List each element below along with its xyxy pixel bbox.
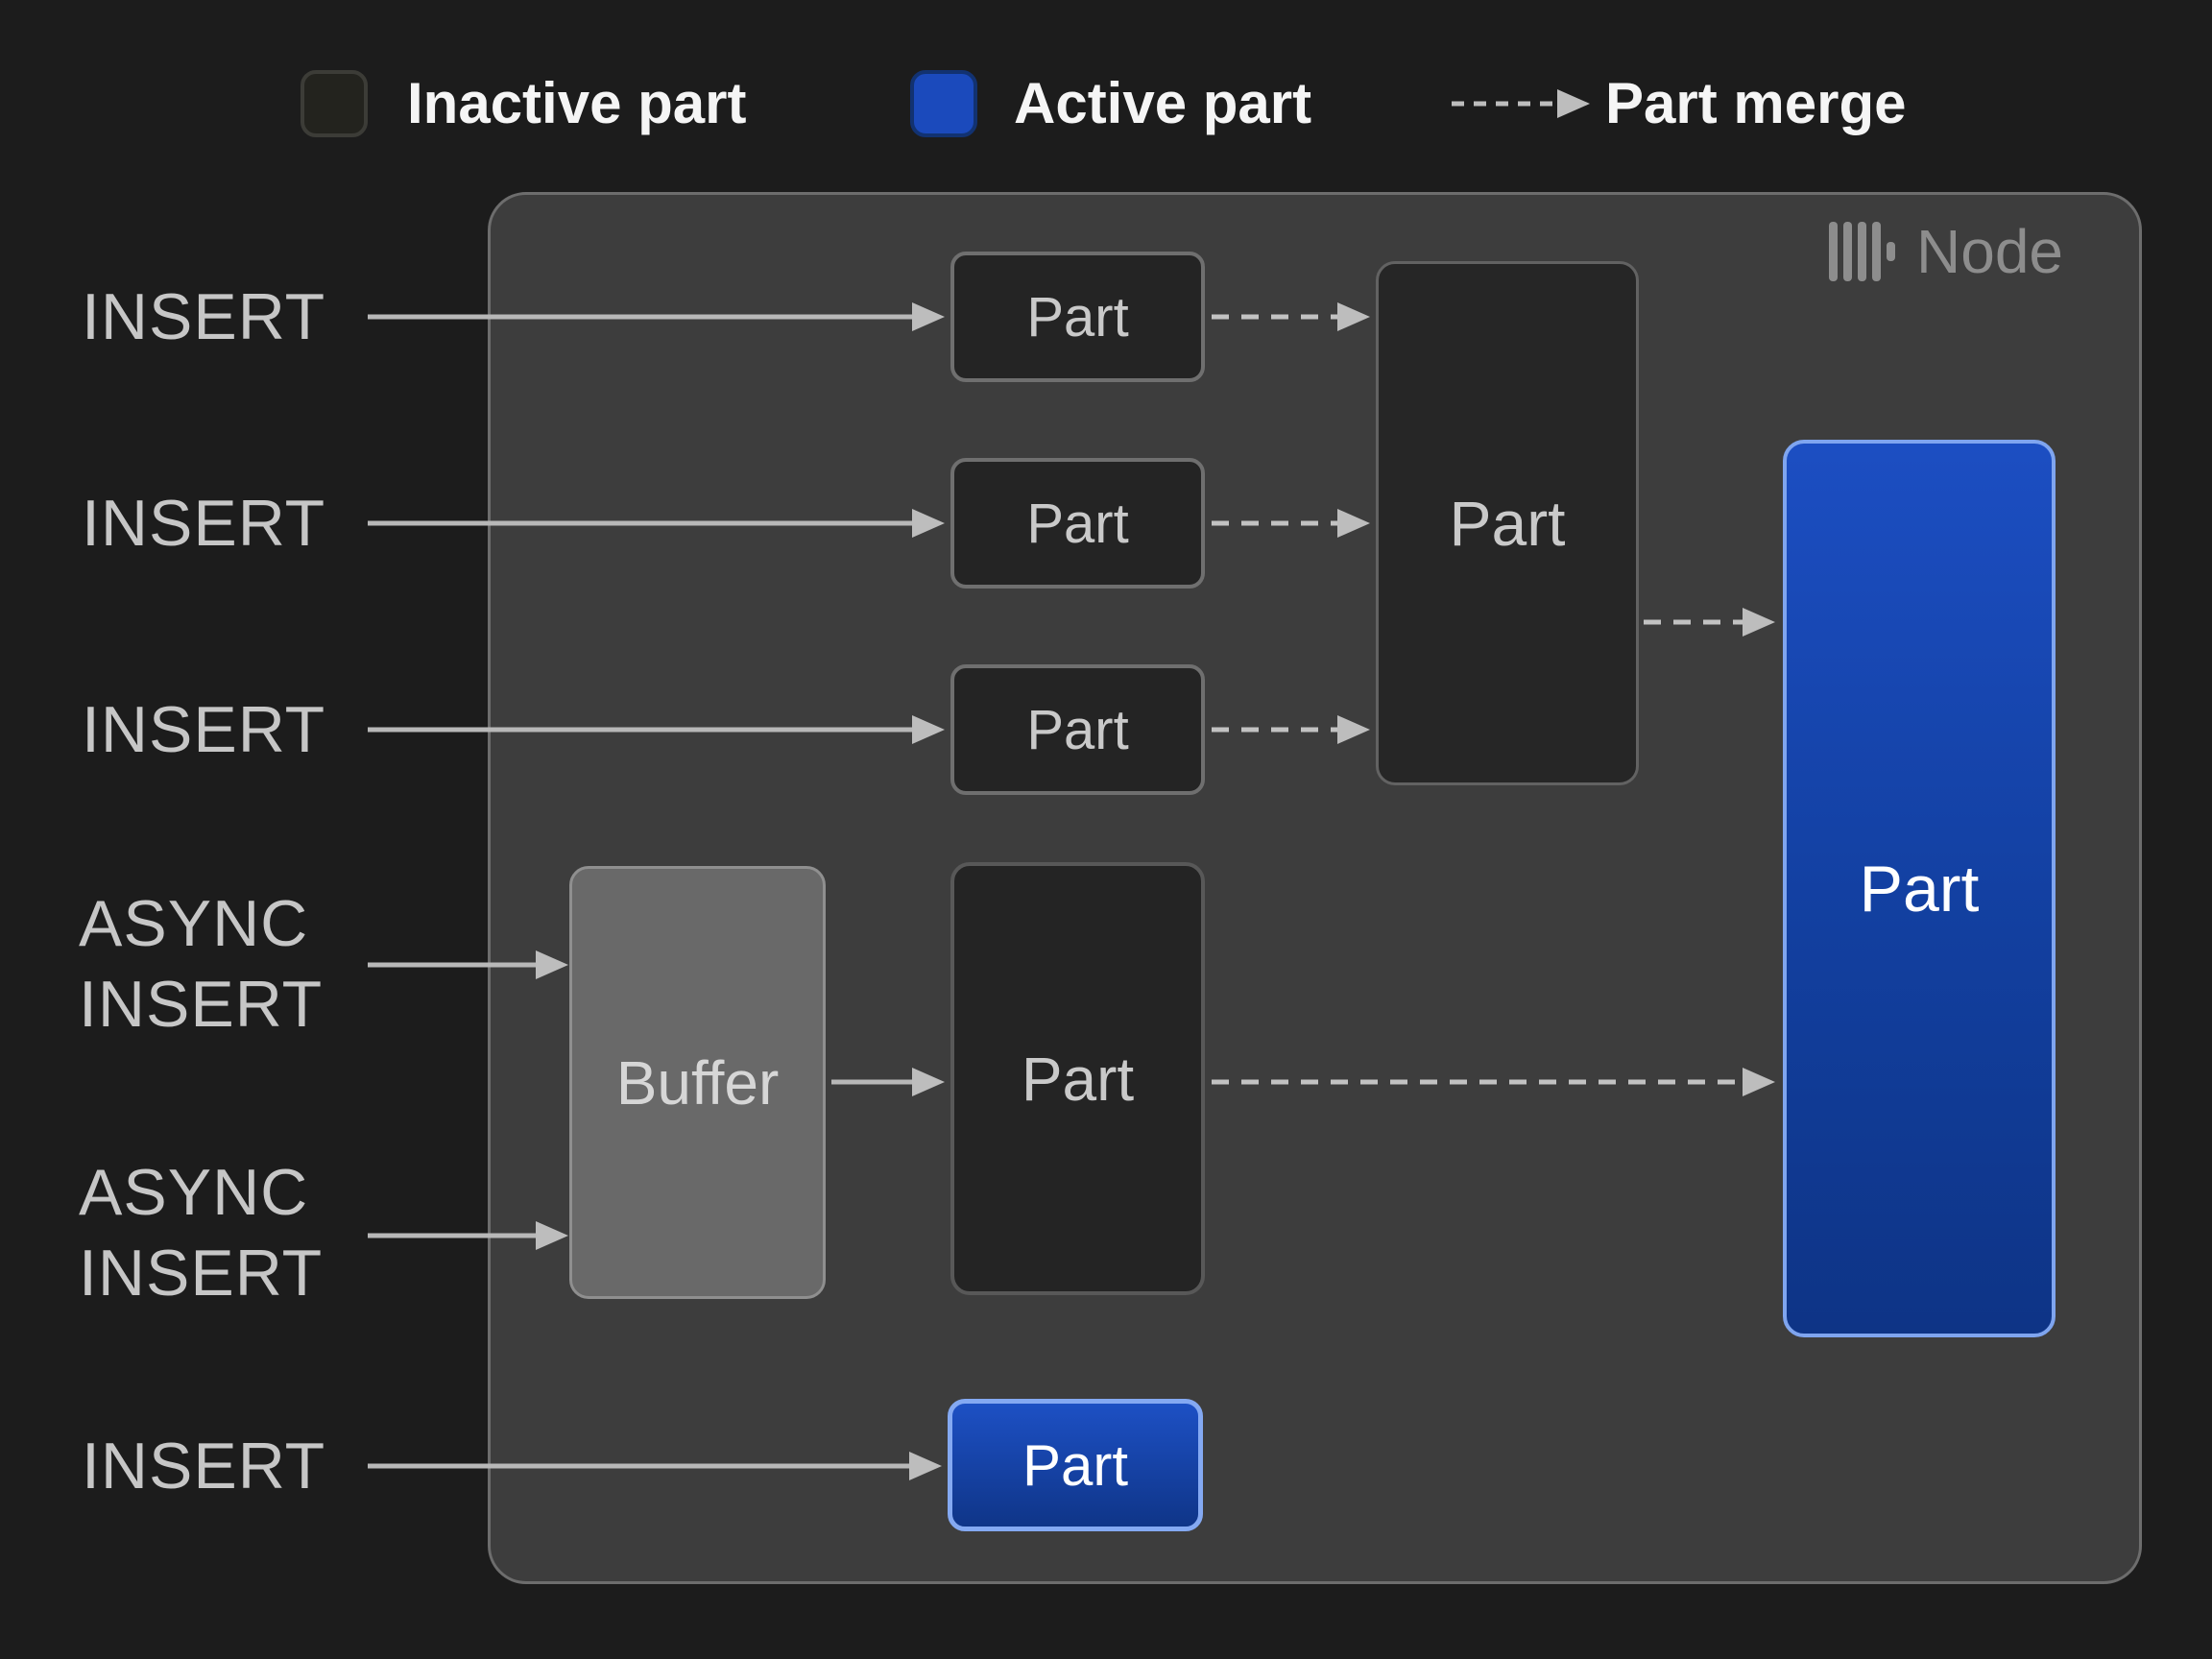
active-part-box-bottom: Part bbox=[948, 1399, 1203, 1531]
legend-inactive-swatch bbox=[301, 70, 368, 137]
part-box-label: Part bbox=[1026, 285, 1129, 349]
active-part-box: Part bbox=[1783, 440, 2056, 1337]
clickhouse-bars-icon bbox=[1829, 220, 1895, 283]
inactive-part-box-3: Part bbox=[950, 664, 1205, 795]
async-part-box: Part bbox=[950, 862, 1205, 1295]
node-header: Node bbox=[1829, 220, 2063, 283]
part-box-label: Part bbox=[1026, 492, 1129, 555]
input-label-insert-2: INSERT bbox=[82, 487, 326, 560]
logo-bar bbox=[1872, 222, 1881, 281]
part-box-label: Part bbox=[1859, 852, 1980, 926]
inactive-part-box-2: Part bbox=[950, 458, 1205, 589]
part-box-label: Part bbox=[1449, 488, 1566, 559]
input-label-async-insert-2: ASYNC INSERT bbox=[79, 1156, 324, 1310]
legend-active-label: Active part bbox=[1014, 71, 1312, 135]
legend-inactive-label: Inactive part bbox=[407, 71, 747, 135]
logo-bar bbox=[1858, 222, 1866, 281]
inactive-part-box-1: Part bbox=[950, 252, 1205, 382]
node-title: Node bbox=[1916, 217, 2063, 286]
buffer-box: Buffer bbox=[569, 866, 826, 1299]
buffer-box-label: Buffer bbox=[615, 1047, 780, 1118]
input-label-async-insert-1: ASYNC INSERT bbox=[79, 887, 324, 1041]
logo-bar bbox=[1843, 222, 1852, 281]
part-box-label: Part bbox=[1021, 1044, 1135, 1114]
legend-merge-label: Part merge bbox=[1605, 71, 1907, 135]
input-label-insert-1: INSERT bbox=[82, 280, 326, 353]
logo-bar bbox=[1829, 222, 1838, 281]
part-box-label: Part bbox=[1026, 698, 1129, 761]
input-label-insert-3: INSERT bbox=[82, 693, 326, 766]
logo-dot bbox=[1887, 242, 1895, 261]
merged-part-box: Part bbox=[1376, 261, 1639, 785]
part-box-label: Part bbox=[1022, 1432, 1129, 1498]
input-label-insert-4: INSERT bbox=[82, 1430, 326, 1503]
legend-active-swatch bbox=[910, 70, 977, 137]
